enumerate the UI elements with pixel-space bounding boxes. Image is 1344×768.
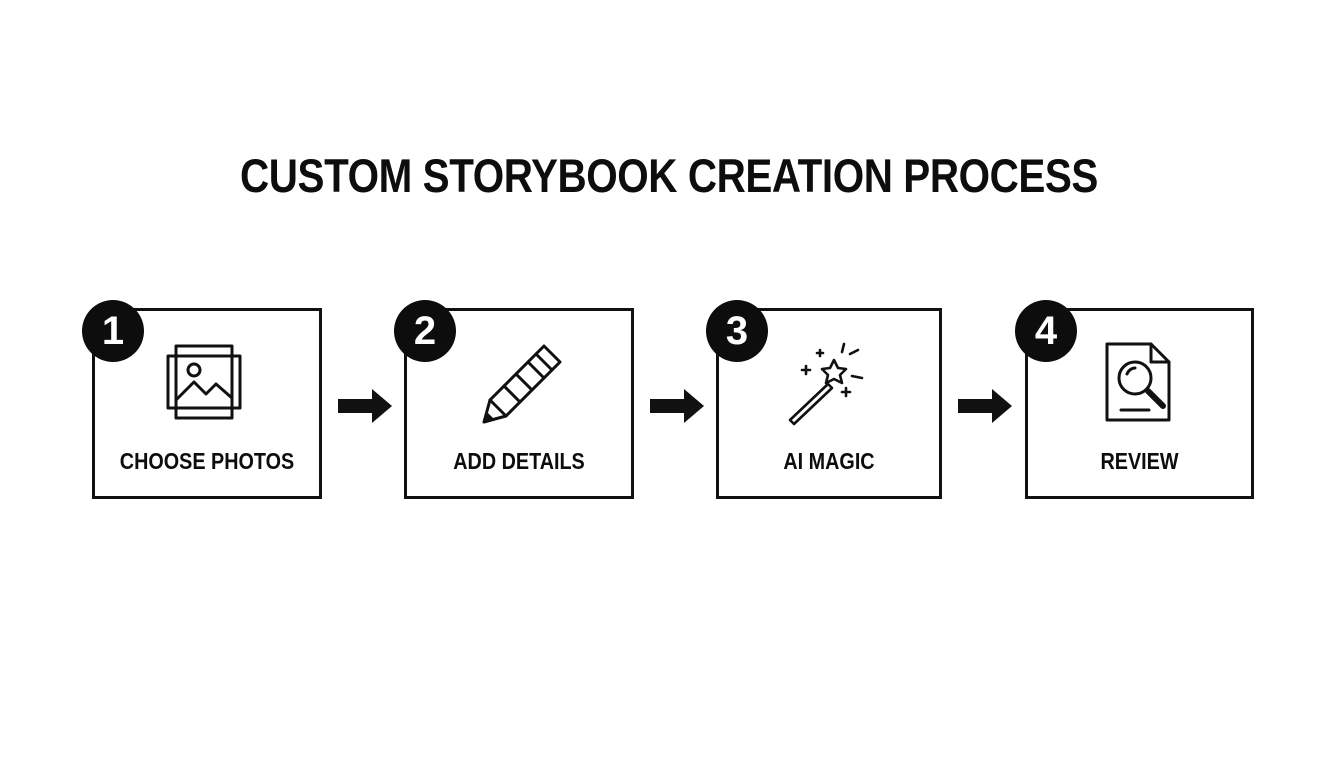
document-search-icon — [1105, 342, 1171, 422]
step-2: 2 ADD DETAILS — [394, 300, 634, 499]
magic-wand-icon — [788, 342, 864, 426]
step-3: 3 AI MAGIC — [706, 300, 942, 499]
step-1: 1 CHOOSE PHOTOS — [82, 300, 322, 499]
step-label: CHOOSE PHOTOS — [119, 448, 295, 474]
step-number-badge: 4 — [1015, 300, 1077, 362]
step-number-badge: 2 — [394, 300, 456, 362]
arrow-right-icon — [650, 389, 704, 423]
step-4: 4 REVIEW — [1015, 300, 1254, 499]
page-title: CUSTOM STORYBOOK CREATION PROCESS — [240, 149, 1098, 202]
step-label: REVIEW — [1100, 448, 1179, 474]
arrow-right-icon — [338, 389, 392, 423]
photos-icon — [166, 344, 242, 420]
step-number-badge: 3 — [706, 300, 768, 362]
arrow-right-icon — [958, 389, 1012, 423]
step-label: AI MAGIC — [783, 448, 875, 474]
pencil-icon — [482, 344, 562, 424]
step-number-badge: 1 — [82, 300, 144, 362]
step-label: ADD DETAILS — [453, 448, 585, 474]
